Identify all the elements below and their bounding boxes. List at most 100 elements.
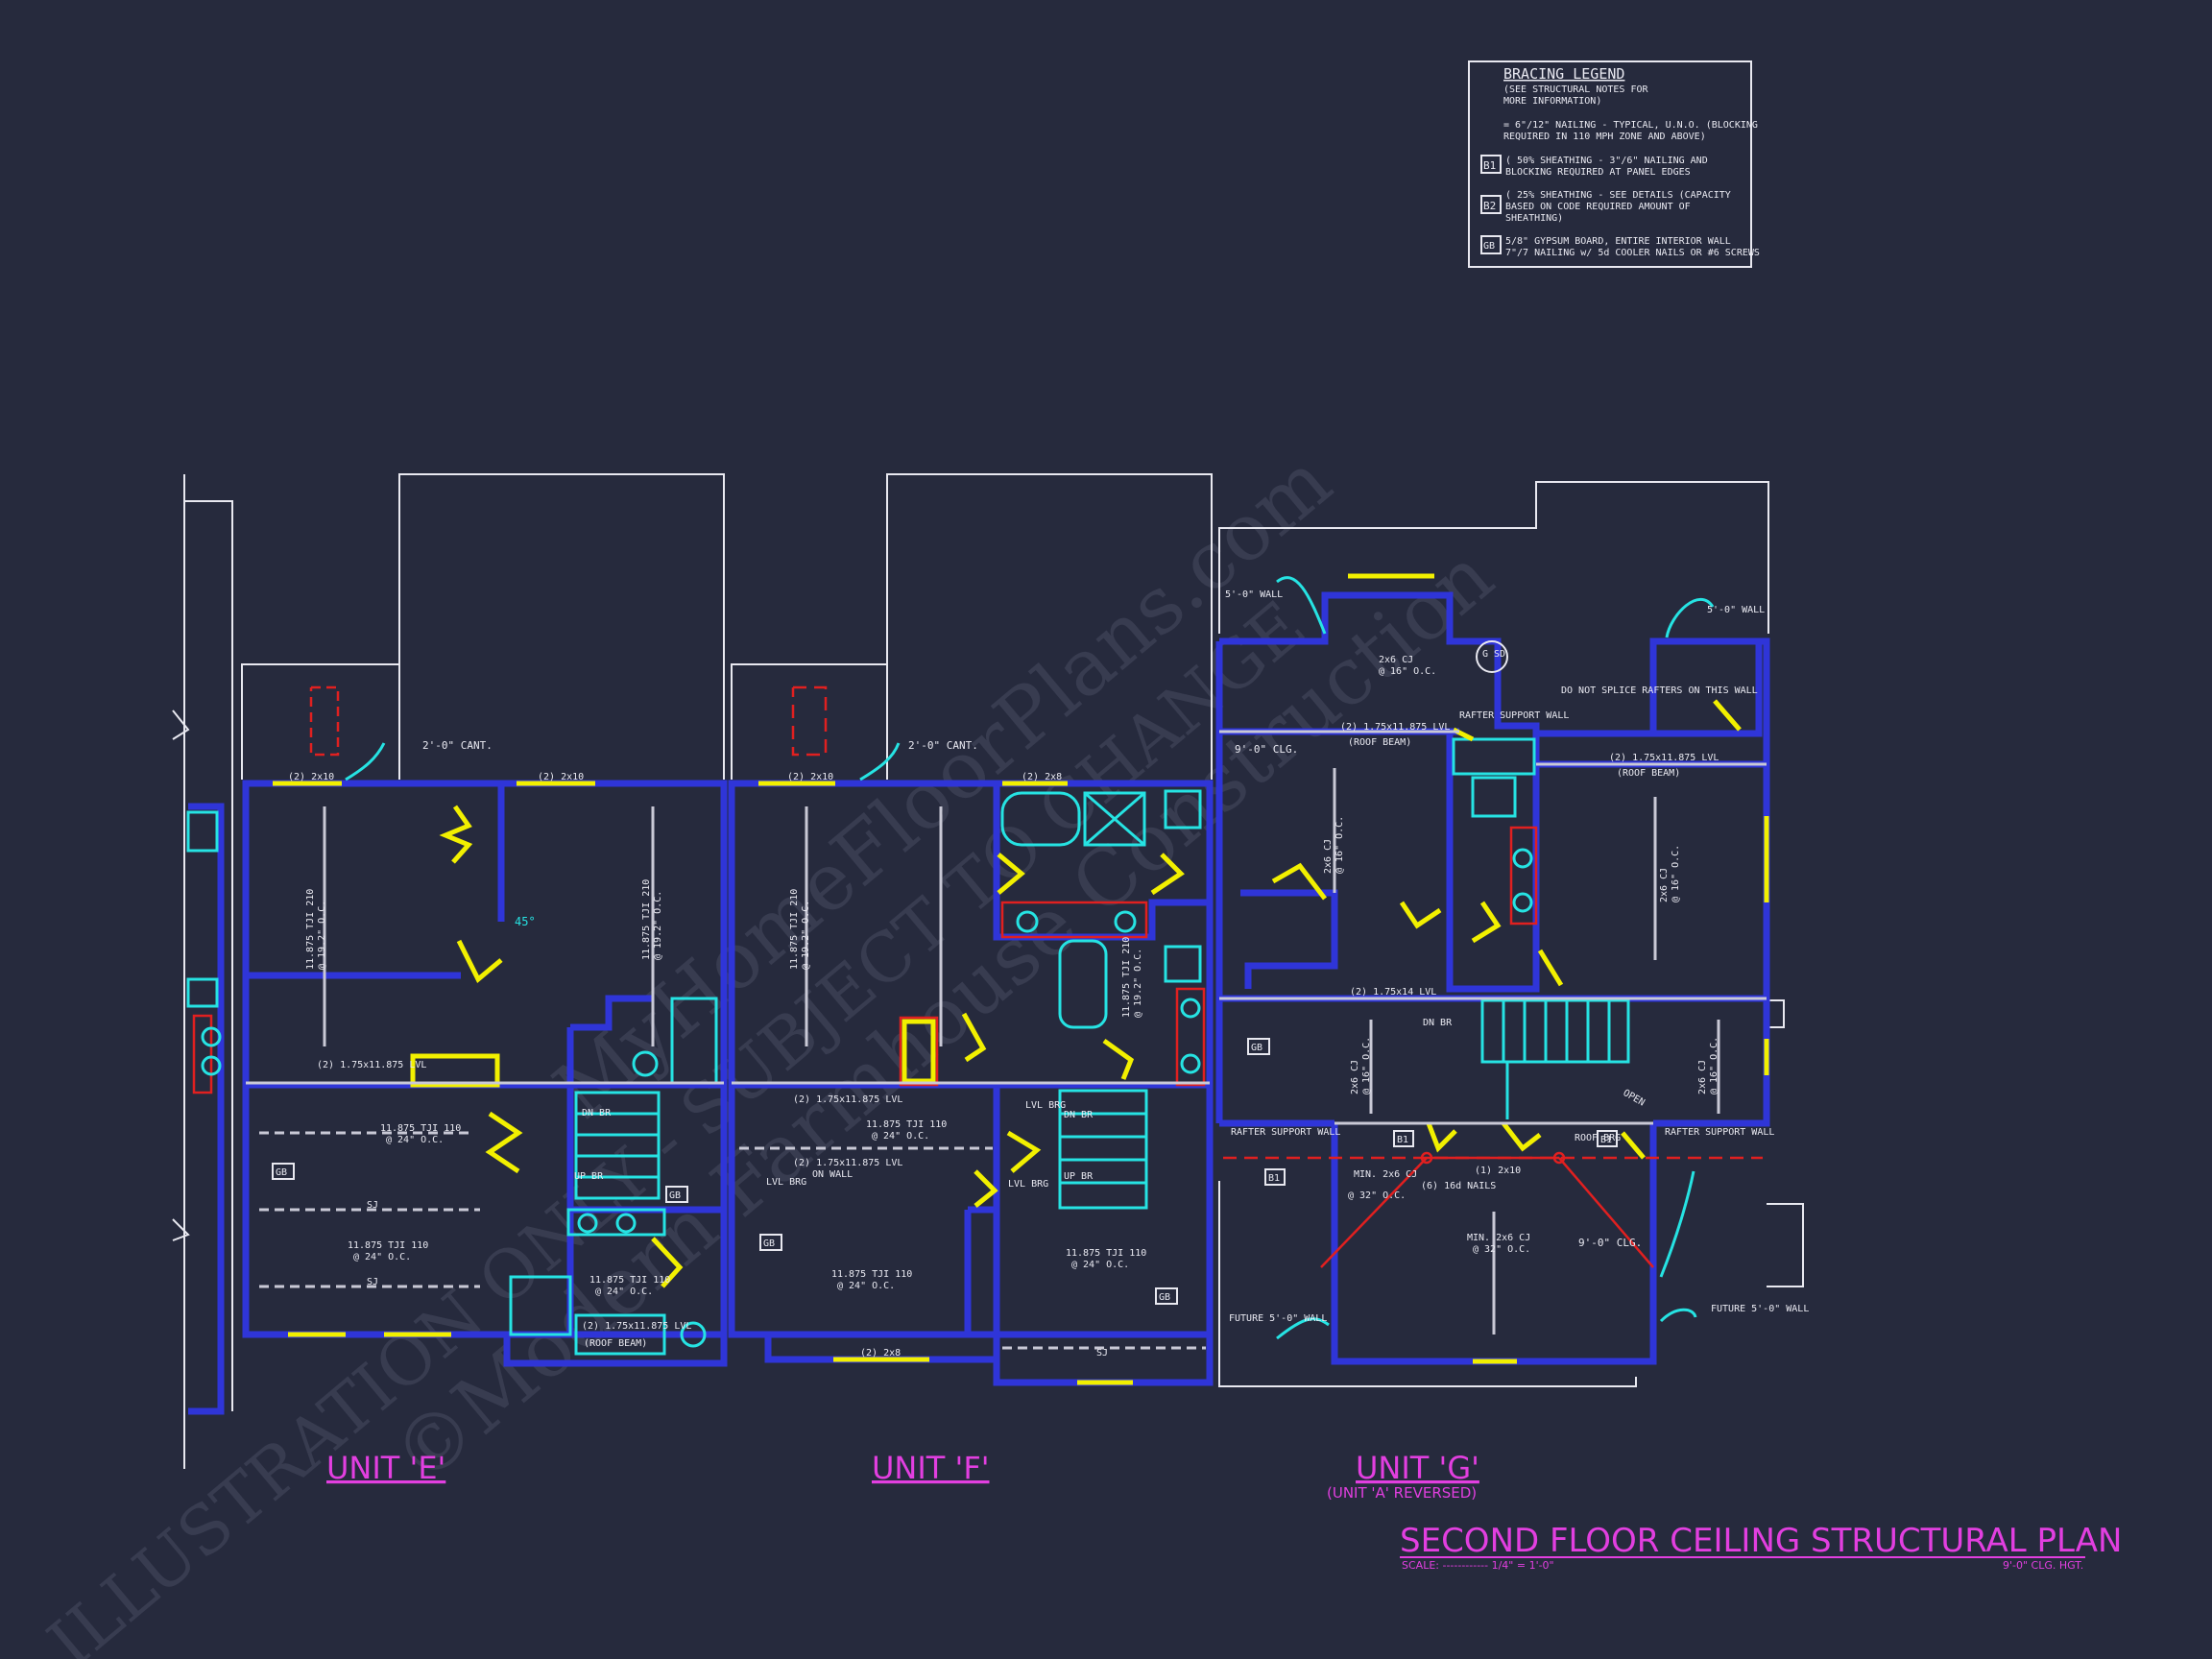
label-cant-f: 2'-0" CANT. <box>908 739 978 752</box>
watermark: MyHomeFloorPlans.com ©Modern Farmhouse C… <box>34 436 1510 1659</box>
label-sj-2: SJ <box>367 1277 378 1287</box>
legend-line-4b: 7"/7 NAILING w/ 5d COOLER NAILS OR #6 SC… <box>1505 248 1760 258</box>
label-tji-f4b: @ 24" O.C. <box>837 1281 895 1291</box>
unit-f-plan <box>728 685 1214 1386</box>
sheet-title: SECOND FLOOR CEILING STRUCTURAL PLAN SCA… <box>1400 1522 2122 1572</box>
sheet-title-height: 9'-0" CLG. HGT. <box>2003 1559 2083 1572</box>
label-tji-f3: 11.875 TJI 110 <box>866 1119 947 1130</box>
roof-outlines <box>172 473 1804 1469</box>
legend-gb-tag: GB <box>1483 241 1495 252</box>
label-up-br-f: UP BR <box>1064 1171 1094 1182</box>
gb-tag-box-2 <box>665 1186 688 1203</box>
label-roof-beam-e: (ROOF BEAM) <box>584 1338 647 1349</box>
label-tji-f4: 11.875 TJI 110 <box>831 1269 912 1280</box>
label-dn-br-f: DN BR <box>1064 1110 1094 1120</box>
label-tji-f1: 11.875 TJI 210 <box>789 889 800 970</box>
legend-line-3c: SHEATHING) <box>1505 213 1563 224</box>
label-sj-3: SJ <box>1096 1348 1108 1358</box>
label-tji-e5: 11.875 TJI 110 <box>589 1275 670 1286</box>
label-dn-br-g: DN BR <box>1423 1018 1453 1028</box>
label-g-cj3b: @ 16" O.C. <box>1671 845 1681 902</box>
label-roof-beam1: (ROOF BEAM) <box>1348 737 1411 748</box>
gb-tag-box-3 <box>759 1234 782 1251</box>
label-clg9b: 9'-0" CLG. <box>1578 1237 1642 1249</box>
label-g-lvl-roof1: (2) 1.75x11.875 LVL <box>1340 722 1450 733</box>
label-do-not-splice: DO NOT SPLICE RAFTERS ON THIS WALL <box>1561 685 1758 696</box>
label-min-cjb: @ 32" O.C. <box>1348 1190 1406 1201</box>
legend-line-2a: ( 50% SHEATHING - 3"/6" NAILING AND <box>1505 156 1708 166</box>
label-rafter-support: RAFTER SUPPORT WALL <box>1459 710 1569 721</box>
legend-line-3a: ( 25% SHEATHING - SEE DETAILS (CAPACITY <box>1505 190 1731 201</box>
label-tji-e1: 11.875 TJI 210 <box>305 889 316 970</box>
label-one-2x10: (1) 2x10 <box>1475 1166 1521 1176</box>
gb-tag-box-4 <box>1155 1287 1178 1305</box>
label-g-cj4: 2x6 CJ <box>1350 1060 1360 1094</box>
label-nails16: (6) 16d NAILS <box>1421 1181 1496 1191</box>
label-g-cj3: 2x6 CJ <box>1659 868 1670 902</box>
b1-tag-3: B1 <box>1268 1173 1280 1184</box>
label-rafter-support-l: RAFTER SUPPORT WALL <box>1231 1127 1340 1138</box>
label-lvl-e: (2) 1.75x11.875 LVL <box>317 1060 426 1070</box>
label-hdr-2x10-b: (2) 2x10 <box>538 772 584 782</box>
label-roof-beam2: (ROOF BEAM) <box>1617 768 1680 779</box>
label-lvl-f2: (2) 1.75x11.875 LVL <box>793 1158 902 1168</box>
label-g-cj4b: @ 16" O.C. <box>1361 1037 1372 1094</box>
label-g-wall-tl: 5'-0" WALL <box>1225 589 1283 600</box>
label-tji-e4: 11.875 TJI 110 <box>348 1240 428 1251</box>
label-lvl-e2: (2) 1.75x11.875 LVL <box>582 1321 691 1332</box>
label-lvl-brg-3: LVL BRG <box>1008 1179 1048 1190</box>
label-tji-f5: 11.875 TJI 110 <box>1066 1248 1146 1259</box>
label-tji-f3b: @ 24" O.C. <box>872 1131 929 1142</box>
label-hdr-2x10-a: (2) 2x10 <box>288 772 334 782</box>
label-g-sd: G SD <box>1482 649 1505 660</box>
label-g-cj1b: @ 16" O.C. <box>1379 666 1436 677</box>
label-tji-e4b: @ 24" O.C. <box>353 1252 411 1262</box>
watermark-text-3: ILLUSTRATION ONLY - SUBJECT TO CHANGE <box>34 586 1320 1659</box>
label-tji-f1b: @ 19.2" O.C. <box>801 901 811 970</box>
label-tji-f5b: @ 24" O.C. <box>1071 1260 1129 1270</box>
legend-b1-box <box>1480 155 1502 174</box>
label-tji-e3: 11.875 TJI 110 <box>380 1123 461 1134</box>
sheet-title-scale: SCALE: ------------ 1/4" = 1'-0" <box>1402 1559 1554 1572</box>
legend-title: BRACING LEGEND <box>1503 65 1624 83</box>
legend-box <box>1468 60 1752 268</box>
unit-g-label: UNIT 'G' <box>1356 1450 1479 1486</box>
label-g-cj1: 2x6 CJ <box>1379 655 1413 665</box>
label-tji-e2: 11.875 TJI 210 <box>641 879 652 960</box>
sheet-title-main: SECOND FLOOR CEILING STRUCTURAL PLAN <box>1400 1522 2122 1560</box>
plan-annotations: 2'-0" CANT. 2'-0" CANT. (2) 2x10 (2) 2x1… <box>272 589 1809 1358</box>
label-g-wall-tr: 5'-0" WALL <box>1707 605 1765 615</box>
legend-line-1a: = 6"/12" NAILING - TYPICAL, U.N.O. (BLOC… <box>1503 120 1758 131</box>
b1-tag-2: B1 <box>1600 1135 1612 1145</box>
label-min-cj2: MIN. 2x6 CJ <box>1467 1233 1530 1243</box>
label-tji-e1b: @ 19.2" O.C. <box>317 901 327 970</box>
gb-tag-box-5 <box>1247 1038 1270 1055</box>
gb-tag-1: GB <box>276 1167 287 1178</box>
label-tji-f2: 11.875 TJI 210 <box>1121 937 1132 1018</box>
gb-tag-5: GB <box>1251 1043 1262 1053</box>
label-g-cj5: 2x6 CJ <box>1697 1060 1708 1094</box>
gb-tag-box-1 <box>272 1163 295 1180</box>
gb-tag-4: GB <box>1159 1292 1170 1303</box>
label-tji-e5b: @ 24" O.C. <box>595 1286 653 1297</box>
label-g-cj5b: @ 16" O.C. <box>1709 1037 1719 1094</box>
label-clg9: 9'-0" CLG. <box>1235 743 1298 756</box>
legend-line-1b: REQUIRED IN 110 MPH ZONE AND ABOVE) <box>1503 132 1706 142</box>
label-g-cj2: 2x6 CJ <box>1323 839 1334 874</box>
legend-line-4a: 5/8" GYPSUM BOARD, ENTIRE INTERIOR WALL <box>1505 236 1731 247</box>
label-open: OPEN <box>1622 1088 1647 1109</box>
label-cant-e: 2'-0" CANT. <box>422 739 493 752</box>
label-up-br-e: UP BR <box>574 1171 604 1182</box>
unit-e-outer-wall <box>242 780 728 1338</box>
label-tji-e2b: @ 19.2" O.C. <box>653 891 663 960</box>
label-hdr-2x8-b: (2) 2x8 <box>860 1348 901 1358</box>
label-future-l: FUTURE 5'-0" WALL <box>1229 1313 1327 1324</box>
label-lvl-brg-2: LVL BRG <box>1025 1100 1066 1111</box>
b1-tag-1: B1 <box>1397 1135 1408 1145</box>
label-future-r: FUTURE 5'-0" WALL <box>1711 1304 1809 1314</box>
label-g-lvl-roof2: (2) 1.75x11.875 LVL <box>1609 753 1719 763</box>
label-tji-f2b: @ 19.2" O.C. <box>1133 949 1143 1018</box>
b1-tag-box-2 <box>1597 1130 1618 1147</box>
label-sj-1: SJ <box>367 1200 378 1211</box>
